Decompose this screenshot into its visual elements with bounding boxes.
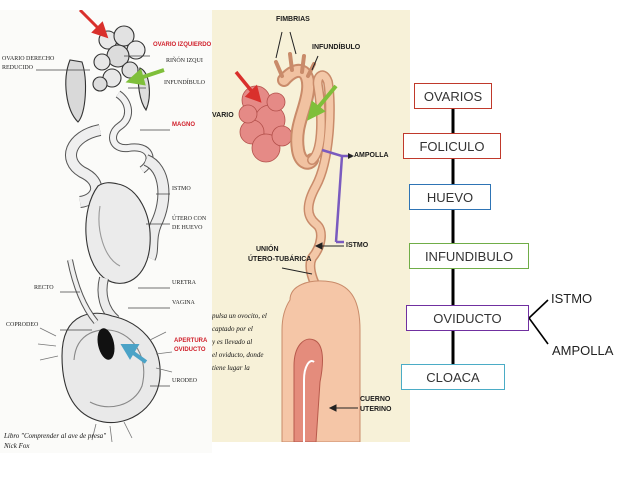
box-ovarios-label: OVARIOS <box>423 88 483 104</box>
box-oviducto-label: OVIDUCTO <box>433 310 502 326</box>
book-text-line: captado por el <box>212 325 253 333</box>
oviduct-illustration: FIMBRIAS INFUNDÍBULO VARIO AMPOLLA UNIÓN… <box>212 10 410 442</box>
label-de-huevo: DE HUEVO <box>172 225 203 231</box>
label-istmo-left: ISTMO <box>172 186 191 192</box>
label-ovario-izquierdo: OVARIO IZQUIERDO <box>153 42 212 48</box>
caption-author: Nick Fox <box>4 442 30 450</box>
green-arrow-right <box>307 84 338 121</box>
box-oviducto: OVIDUCTO <box>406 305 529 331</box>
box-infundibulo: INFUNDIBULO <box>409 243 529 269</box>
box-huevo: HUEVO <box>409 184 491 210</box>
label-ampolla-right: AMPOLLA <box>354 152 389 159</box>
box-foliculo-label: FOLICULO <box>419 138 485 154</box>
label-cuerno: CUERNO <box>360 396 391 403</box>
label-ovario-right: VARIO <box>212 112 234 119</box>
label-urodeo: URODEO <box>172 378 197 384</box>
branch-istmo: ISTMO <box>551 291 593 306</box>
label-rinon: RIÑÓN IZQUI <box>166 58 203 64</box>
left-ovary-cluster <box>92 25 146 92</box>
green-arrow-left <box>125 68 165 86</box>
label-uretra: URETRA <box>172 280 196 286</box>
label-reducido: REDUCIDO <box>2 65 33 71</box>
box-ovarios: OVARIOS <box>414 83 492 109</box>
book-text-line: tiene lugar la <box>212 364 250 372</box>
label-uterino: UTERINO <box>360 406 392 413</box>
cloaca-opening <box>97 328 115 360</box>
branch-ampolla: AMPOLLA <box>552 343 614 358</box>
label-fimbrias: FIMBRIAS <box>276 16 310 23</box>
book-text-line: pulsa un ovocito, el <box>212 312 267 320</box>
box-infundibulo-label: INFUNDIBULO <box>424 248 514 264</box>
box-cloaca: CLOACA <box>401 364 505 390</box>
box-cloaca-label: CLOACA <box>426 369 480 385</box>
box-foliculo: FOLICULO <box>403 133 501 159</box>
red-arrow-left <box>78 10 109 39</box>
oviducto-branches <box>528 299 549 345</box>
label-istmo-right: ISTMO <box>346 242 369 249</box>
bird-tract-illustration: OVARIO DERECHO REDUCIDO OVARIO IZQUIERDO… <box>0 10 212 453</box>
caption-book-title: Libro "Comprender al ave de presa" <box>4 432 107 440</box>
bird-tract-drawing <box>36 10 173 443</box>
book-text-line: el oviducto, donde <box>212 351 264 359</box>
label-magno: MAGNO <box>172 122 195 128</box>
label-infundibulo-left: INFUNDÍBULO <box>164 80 205 86</box>
label-apertura: APERTURA <box>174 338 208 344</box>
label-coprodeo: COPRODEO <box>6 322 39 328</box>
label-utero-tubarica: ÚTERO-TUBÁRICA <box>248 256 312 263</box>
label-infundibulo-right: INFUNDÍBULO <box>312 44 361 51</box>
red-arrow-right <box>234 70 262 103</box>
label-union: UNIÓN <box>256 246 279 253</box>
box-huevo-label: HUEVO <box>426 189 474 205</box>
book-text-line: y es llevado al <box>212 338 253 346</box>
label-recto: RECTO <box>34 285 54 291</box>
label-vagina: VAGINA <box>172 300 195 306</box>
label-ovario-derecho: OVARIO DERECHO <box>2 56 55 62</box>
label-oviducto-left: OVIDUCTO <box>174 347 206 353</box>
label-utero-con: ÚTERO CON <box>172 216 207 222</box>
blue-arrow-left <box>120 344 148 364</box>
oviduct-drawing <box>234 31 361 442</box>
book-text: pulsa un ovocito, el captado por el y es… <box>212 310 267 375</box>
ovary-lobes <box>238 85 293 163</box>
